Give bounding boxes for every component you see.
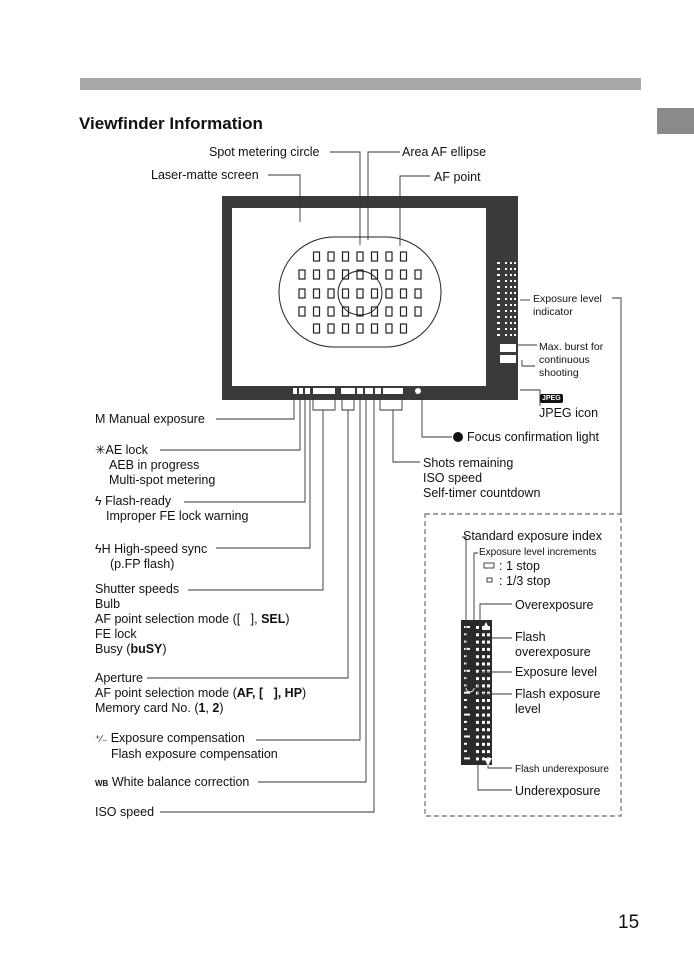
spot-metering-circle-label: Spot metering circle — [209, 145, 320, 159]
high-speed-sync-icon: ϟH — [95, 542, 111, 556]
jpeg-indicator — [500, 355, 516, 363]
overexposure-label: Overexposure — [515, 598, 594, 612]
jpeg-icon: JPEG — [540, 394, 563, 403]
shots-remaining-label: Shots remaining ISO speed Self-timer cou… — [423, 456, 541, 500]
af-point-label: AF point — [434, 170, 481, 184]
jpeg-icon-label: JPEG icon — [539, 406, 599, 420]
standard-exposure-index-label: Standard exposure index — [463, 529, 602, 543]
burst-digits — [500, 344, 516, 352]
af-points — [298, 251, 422, 334]
laser-matte-screen-label: Laser-matte screen — [151, 168, 259, 182]
manual-exposure-icon: M — [95, 412, 106, 426]
iso-speed-left-label: ISO speed — [95, 805, 155, 819]
manual-exposure-label: M Manual exposure — [95, 412, 205, 426]
high-speed-sync-label: ϟH High-speed sync (p.FP flash) — [95, 542, 208, 571]
max-burst-label: Max. burst for continuous shooting — [539, 341, 604, 379]
scale-detail-box — [424, 513, 622, 817]
white-balance-correction-label: WB White balance correction — [95, 775, 250, 789]
exposure-level-label: Exposure level — [515, 665, 597, 679]
exposure-compensation-icon: ⁺⁄₋ — [95, 734, 108, 745]
exposure-level-increments-label: Exposure level increments — [479, 547, 597, 558]
ae-lock-label: ✳AE lock AEB in progress Multi-spot mete… — [95, 443, 216, 487]
flash-underexposure-label: Flash underexposure — [515, 764, 609, 775]
shutter-speeds-label: Shutter speeds Bulb AF point selection m… — [95, 582, 290, 656]
area-af-ellipse-label: Area AF ellipse — [402, 145, 487, 159]
flash-ready-icon: ϟ — [95, 494, 102, 508]
focus-confirmation-label: Focus confirmation light — [467, 430, 600, 444]
ae-lock-icon: ✳ — [95, 443, 106, 457]
page-number: 15 — [618, 912, 640, 933]
chapter-tab — [657, 108, 694, 134]
spot-metering-circle — [337, 270, 383, 316]
flash-exposure-level-label: Flash exposure level — [515, 687, 601, 716]
page-title: Viewfinder Information — [79, 114, 263, 133]
area-af-ellipse — [278, 236, 442, 348]
aperture-label: Aperture AF point selection mode (AF, [ … — [95, 671, 307, 715]
third-stop-label: : 1/3 stop — [499, 574, 551, 588]
flash-ready-label: ϟ Flash-ready Improper FE lock warning — [95, 494, 249, 523]
section-header-bar — [80, 78, 641, 90]
underexposure-label: Underexposure — [515, 784, 601, 798]
exposure-level-scale — [497, 262, 516, 336]
laser-matte-screen — [232, 208, 486, 386]
strip-symbols — [293, 388, 421, 394]
flash-overexposure-label: Flash overexposure — [515, 630, 591, 659]
exposure-compensation-label: ⁺⁄₋ Exposure compensation Flash exposure… — [95, 731, 278, 761]
exposure-level-indicator-label: Exposure level indicator — [533, 293, 602, 318]
white-balance-icon: WB — [95, 779, 109, 788]
one-stop-label: : 1 stop — [499, 559, 540, 573]
